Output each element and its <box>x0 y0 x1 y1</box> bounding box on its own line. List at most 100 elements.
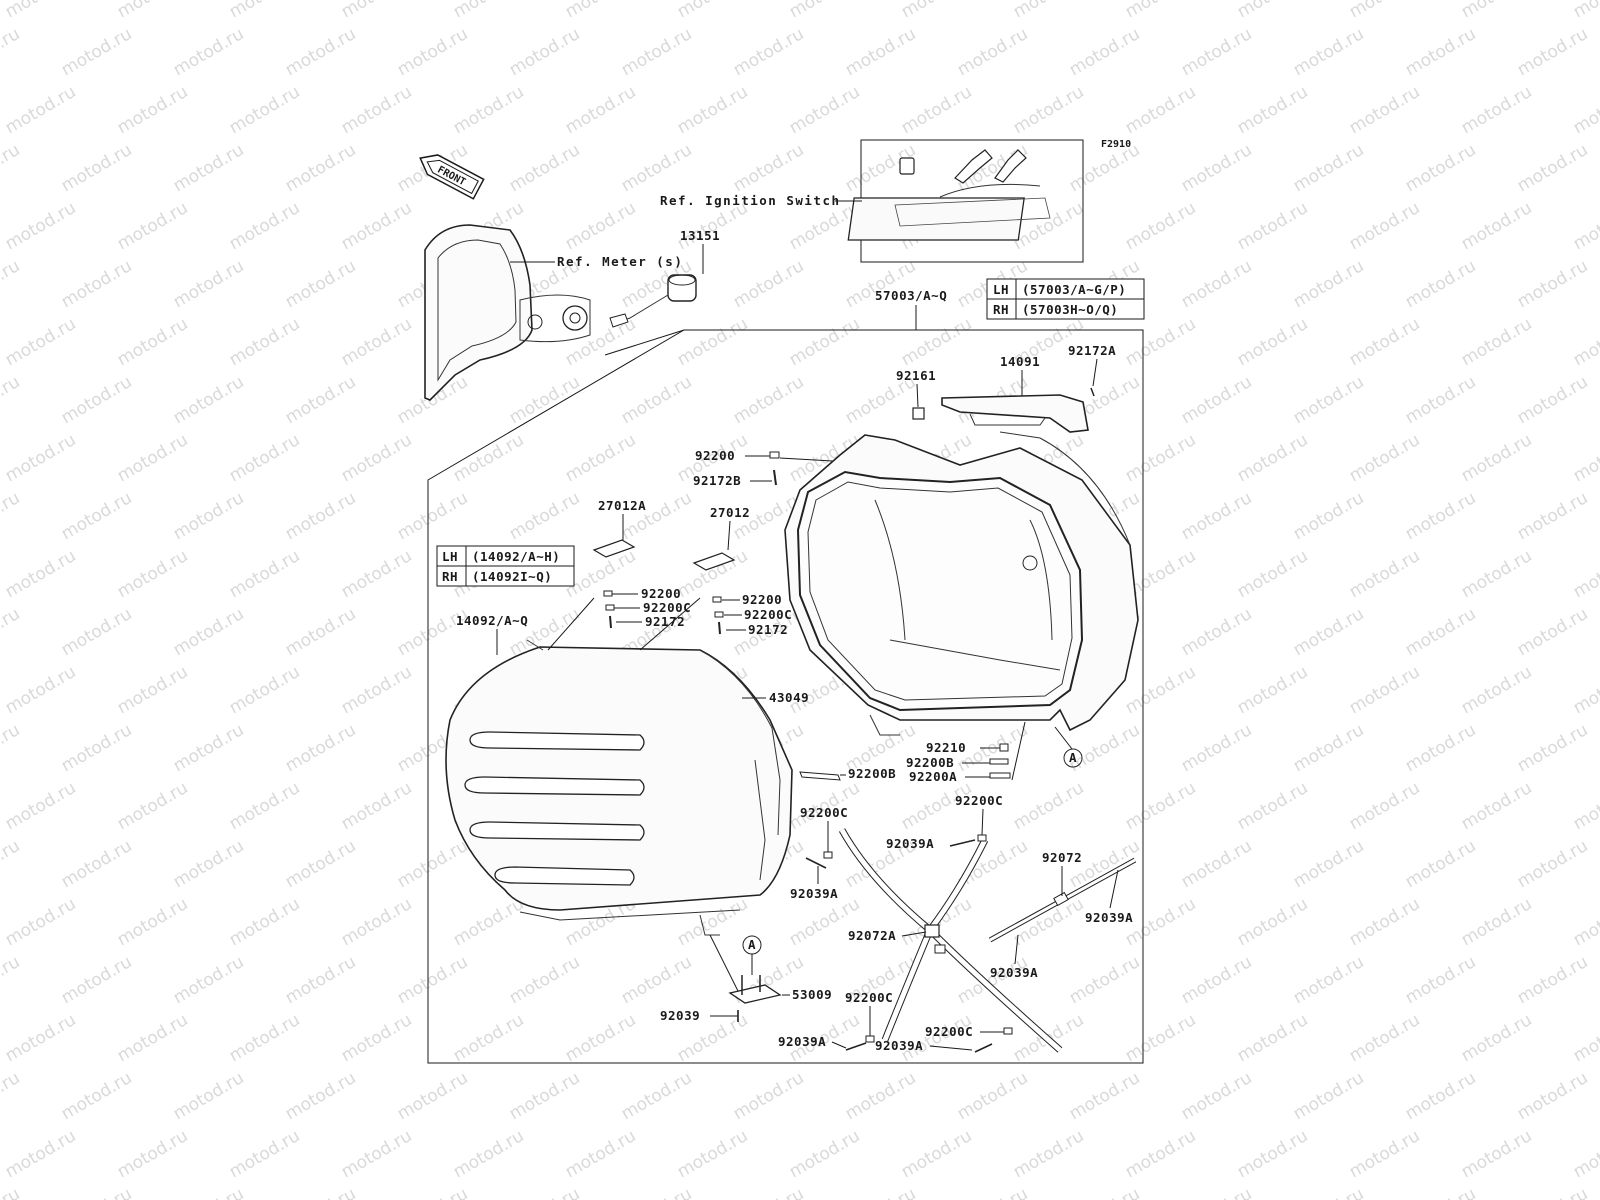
watermark-text: motod.ru <box>1010 82 1088 138</box>
watermark-text: motod.ru <box>1234 546 1312 602</box>
watermark-text: motod.ru <box>394 1184 472 1200</box>
case-row-rh-side: RH <box>993 302 1009 317</box>
watermark-text: motod.ru <box>58 372 136 428</box>
watermark-text: motod.ru <box>170 720 248 776</box>
watermark-text: motod.ru <box>450 894 528 950</box>
leader-line <box>604 329 685 356</box>
watermark-text: motod.ru <box>338 82 416 138</box>
watermark-text: motod.ru <box>1458 430 1536 486</box>
watermark-text: motod.ru <box>226 198 304 254</box>
watermark-text: motod.ru <box>1290 24 1368 80</box>
watermark-text: motod.ru <box>1122 1126 1200 1182</box>
part-92200C-mid: 92200C <box>800 805 848 820</box>
watermark-text: motod.ru <box>1178 488 1256 544</box>
watermark-text: motod.ru <box>338 198 416 254</box>
watermark-text: motod.ru <box>730 1068 808 1124</box>
watermark-text: motod.ru <box>0 1068 23 1124</box>
leader-line <box>1054 726 1073 750</box>
leader-line <box>831 1041 847 1049</box>
leader-line <box>1092 358 1098 387</box>
watermark-text: motod.ru <box>58 604 136 660</box>
part-92072A: 92072A <box>848 928 896 943</box>
watermark-text: motod.ru <box>1346 1126 1424 1182</box>
watermark-text: motod.ru <box>1066 24 1144 80</box>
watermark-text: motod.ru <box>282 952 360 1008</box>
watermark-text: motod.ru <box>338 0 416 22</box>
case-row-rh-code: (57003H~O/Q) <box>1022 302 1118 317</box>
watermark-text: motod.ru <box>506 372 584 428</box>
watermark-text: motod.ru <box>1066 952 1144 1008</box>
leader-line <box>1109 869 1119 909</box>
watermark-text: motod.ru <box>1570 894 1600 950</box>
watermark-text: motod.ru <box>450 0 528 22</box>
watermark-text: motod.ru <box>1570 1126 1600 1182</box>
watermark-text: motod.ru <box>1570 82 1600 138</box>
part-43049: 43049 <box>769 690 809 705</box>
watermark-text: motod.ru <box>1346 1010 1424 1066</box>
watermark-text: motod.ru <box>1290 720 1368 776</box>
watermark-text: motod.ru <box>730 372 808 428</box>
watermark-text: motod.ru <box>1290 836 1368 892</box>
watermark-text: motod.ru <box>730 24 808 80</box>
leader-line <box>727 520 731 551</box>
watermark-text: motod.ru <box>170 372 248 428</box>
watermark-text: motod.ru <box>842 1068 920 1124</box>
watermark-text: motod.ru <box>282 140 360 196</box>
group-bracket <box>427 305 1144 1064</box>
watermark-text: motod.ru <box>1234 1126 1312 1182</box>
watermark-text: motod.ru <box>338 546 416 602</box>
watermark-text: motod.ru <box>338 430 416 486</box>
watermark-text: motod.ru <box>170 1184 248 1200</box>
part-14091: 14091 <box>1000 354 1040 369</box>
watermark-text: motod.ru <box>1346 662 1424 718</box>
watermark-text: motod.ru <box>1122 198 1200 254</box>
watermark-text: motod.ru <box>1178 1184 1256 1200</box>
part-92039A-2: 92039A <box>790 886 838 901</box>
strap-92072A <box>838 828 1063 1053</box>
watermark-text: motod.ru <box>1458 778 1536 834</box>
part-27012: 27012 <box>710 505 750 520</box>
watermark-text: motod.ru <box>1178 836 1256 892</box>
watermark-text: motod.ru <box>114 314 192 370</box>
watermark-text: motod.ru <box>1066 1068 1144 1124</box>
watermark-text: motod.ru <box>58 140 136 196</box>
watermark-text: motod.ru <box>1290 952 1368 1008</box>
watermark-text: motod.ru <box>338 1010 416 1066</box>
cover-row-lh-side: LH <box>442 549 458 564</box>
watermark-text: motod.ru <box>0 836 23 892</box>
watermark-text: motod.ru <box>1514 488 1592 544</box>
watermark-text: motod.ru <box>1570 546 1600 602</box>
watermark-text: motod.ru <box>282 372 360 428</box>
watermark-text: motod.ru <box>618 140 696 196</box>
watermark-text: motod.ru <box>562 198 640 254</box>
watermark-text: motod.ru <box>114 198 192 254</box>
watermark-text: motod.ru <box>1122 778 1200 834</box>
watermark-text: motod.ru <box>1514 836 1592 892</box>
watermark-text: motod.ru <box>954 1068 1032 1124</box>
watermark-text: motod.ru <box>170 256 248 312</box>
watermark-text: motod.ru <box>1290 256 1368 312</box>
watermark-text: motod.ru <box>338 662 416 718</box>
watermark-text: motod.ru <box>1290 372 1368 428</box>
watermark-text: motod.ru <box>170 140 248 196</box>
watermark-text: motod.ru <box>1346 430 1424 486</box>
watermark-text: motod.ru <box>450 82 528 138</box>
watermark-text: motod.ru <box>1234 198 1312 254</box>
watermark-text: motod.ru <box>114 894 192 950</box>
part-92039A-6: 92039A <box>875 1038 923 1053</box>
watermark-text: motod.ru <box>282 256 360 312</box>
watermark-text: motod.ru <box>1402 720 1480 776</box>
part-92200-left: 92200 <box>641 586 681 601</box>
ignition-switch-drawing <box>847 149 1051 241</box>
watermark-text: motod.ru <box>730 140 808 196</box>
meter-fairing-drawing <box>424 224 591 401</box>
watermark-text: motod.ru <box>1402 24 1480 80</box>
watermark-text: motod.ru <box>282 488 360 544</box>
leader-line <box>547 597 595 651</box>
part-92039A-5: 92039A <box>778 1034 826 1049</box>
watermark-text: motod.ru <box>506 488 584 544</box>
watermark-text: motod.ru <box>1178 140 1256 196</box>
watermark-text: motod.ru <box>1234 82 1312 138</box>
watermark-text: motod.ru <box>1570 314 1600 370</box>
